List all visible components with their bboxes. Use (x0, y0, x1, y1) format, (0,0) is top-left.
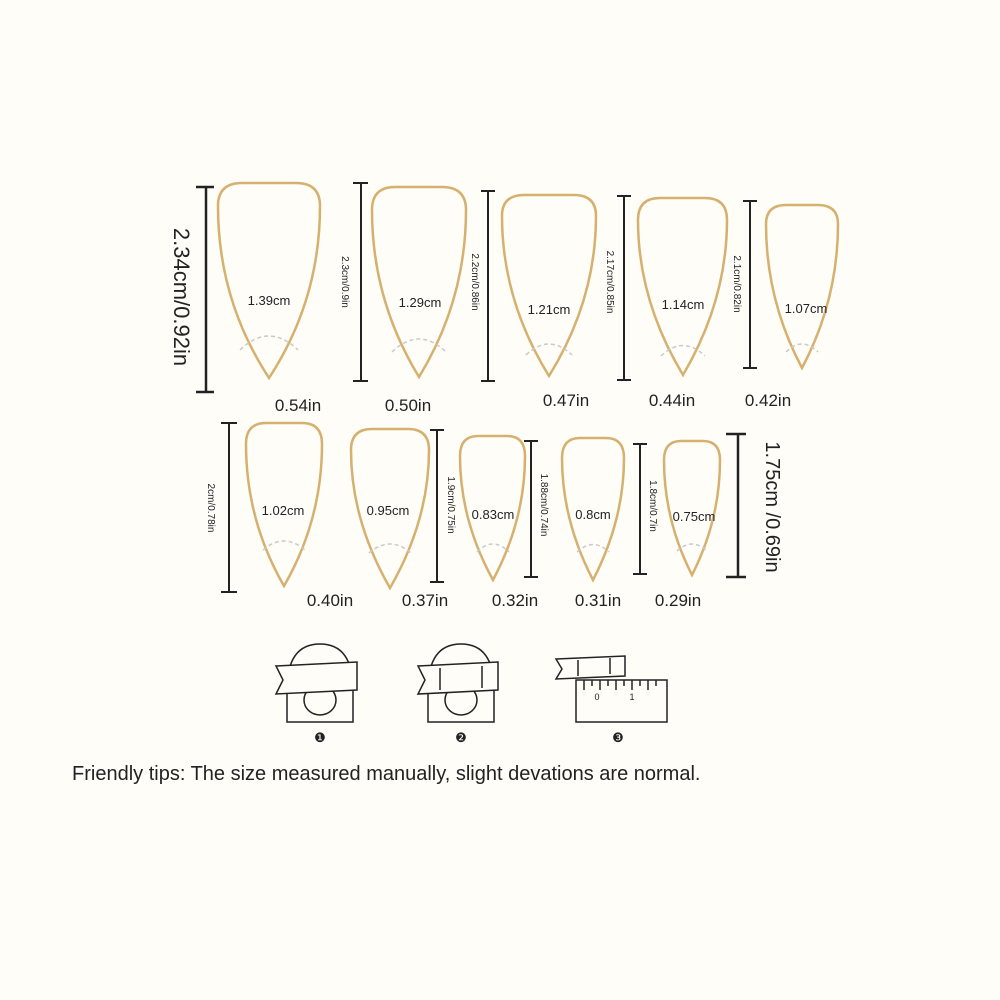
nail-bottom-1: 1.02cm (244, 421, 324, 589)
nail-width-in: 0.42in (745, 391, 791, 410)
nail-width-cm: 1.39cm (248, 293, 291, 308)
nail-height-label: 1.9cm/0.75in (445, 476, 456, 533)
height-bracket (353, 182, 368, 382)
nail-tape-wrap-icon (274, 643, 358, 723)
nail-height-label: 1.8cm/0.7in (647, 480, 658, 532)
nail-height-label: 2.2cm/0.86in (469, 253, 480, 310)
friendly-tip: Friendly tips: The size measured manuall… (72, 763, 701, 785)
step-number: ❷ (455, 730, 467, 745)
top-row-height-label: 2.34cm/0.92in (169, 228, 194, 366)
top-row-height-bracket (196, 185, 214, 394)
nail-top-2: 1.29cm (370, 185, 468, 380)
nail-width-cm: 1.29cm (399, 295, 442, 310)
step-number: ❸ (612, 730, 624, 745)
nail-height-label: 2.17cm/0.85in (604, 251, 615, 314)
bottom-row-height-label: 1.75cm /0.69in (761, 441, 783, 572)
height-bracket (743, 200, 757, 369)
nail-width-cm: 0.95cm (367, 503, 410, 518)
nail-bottom-4: 0.8cm (560, 436, 626, 583)
nail-width-in: 0.44in (649, 391, 695, 410)
height-bracket (524, 440, 538, 578)
nail-width-cm: 0.8cm (575, 507, 610, 522)
bottom-row-height-bracket (726, 432, 746, 579)
nail-width-cm: 0.75cm (673, 509, 716, 524)
ruler-digit: 1 (629, 692, 634, 702)
height-bracket (617, 195, 631, 381)
nail-height-label: 2.3cm/0.9in (339, 256, 350, 308)
tape-ruler-measure-icon (554, 655, 668, 723)
nail-width-cm: 1.07cm (785, 301, 828, 316)
nail-bottom-3: 0.83cm (458, 434, 527, 583)
nail-width-in: 0.40in (307, 591, 353, 610)
nail-width-cm: 1.14cm (662, 297, 705, 312)
nail-width-in: 0.50in (385, 396, 431, 415)
nail-top-1: 1.39cm (216, 181, 322, 381)
height-bracket (221, 422, 237, 593)
nail-top-5: 1.07cm (764, 203, 840, 371)
nail-height-label: 1.88cm/0.74in (538, 474, 549, 537)
nail-width-in: 0.32in (492, 591, 538, 610)
nail-width-in: 0.29in (655, 591, 701, 610)
height-bracket (481, 190, 495, 382)
nail-width-cm: 1.02cm (262, 503, 305, 518)
nail-top-3: 1.21cm (500, 193, 598, 379)
nail-height-label: 2.1cm/0.82in (731, 255, 742, 312)
nail-bottom-2: 0.95cm (349, 427, 431, 591)
nail-height-label: 2cm/0.78in (205, 484, 216, 533)
nail-width-in: 0.47in (543, 391, 589, 410)
nail-width-cm: 1.21cm (528, 302, 571, 317)
nail-width-in: 0.37in (402, 591, 448, 610)
nail-tape-mark-icon (416, 643, 499, 723)
nail-width-in: 0.31in (575, 591, 621, 610)
ruler-digit: 0 (594, 692, 599, 702)
nail-bottom-5: 0.75cm (662, 439, 722, 578)
nail-width-cm: 0.83cm (472, 507, 515, 522)
nail-top-4: 1.14cm (636, 196, 729, 378)
height-bracket (430, 429, 444, 583)
step-number: ❶ (314, 730, 326, 745)
nail-width-in: 0.54in (275, 396, 321, 415)
height-bracket (633, 443, 647, 575)
